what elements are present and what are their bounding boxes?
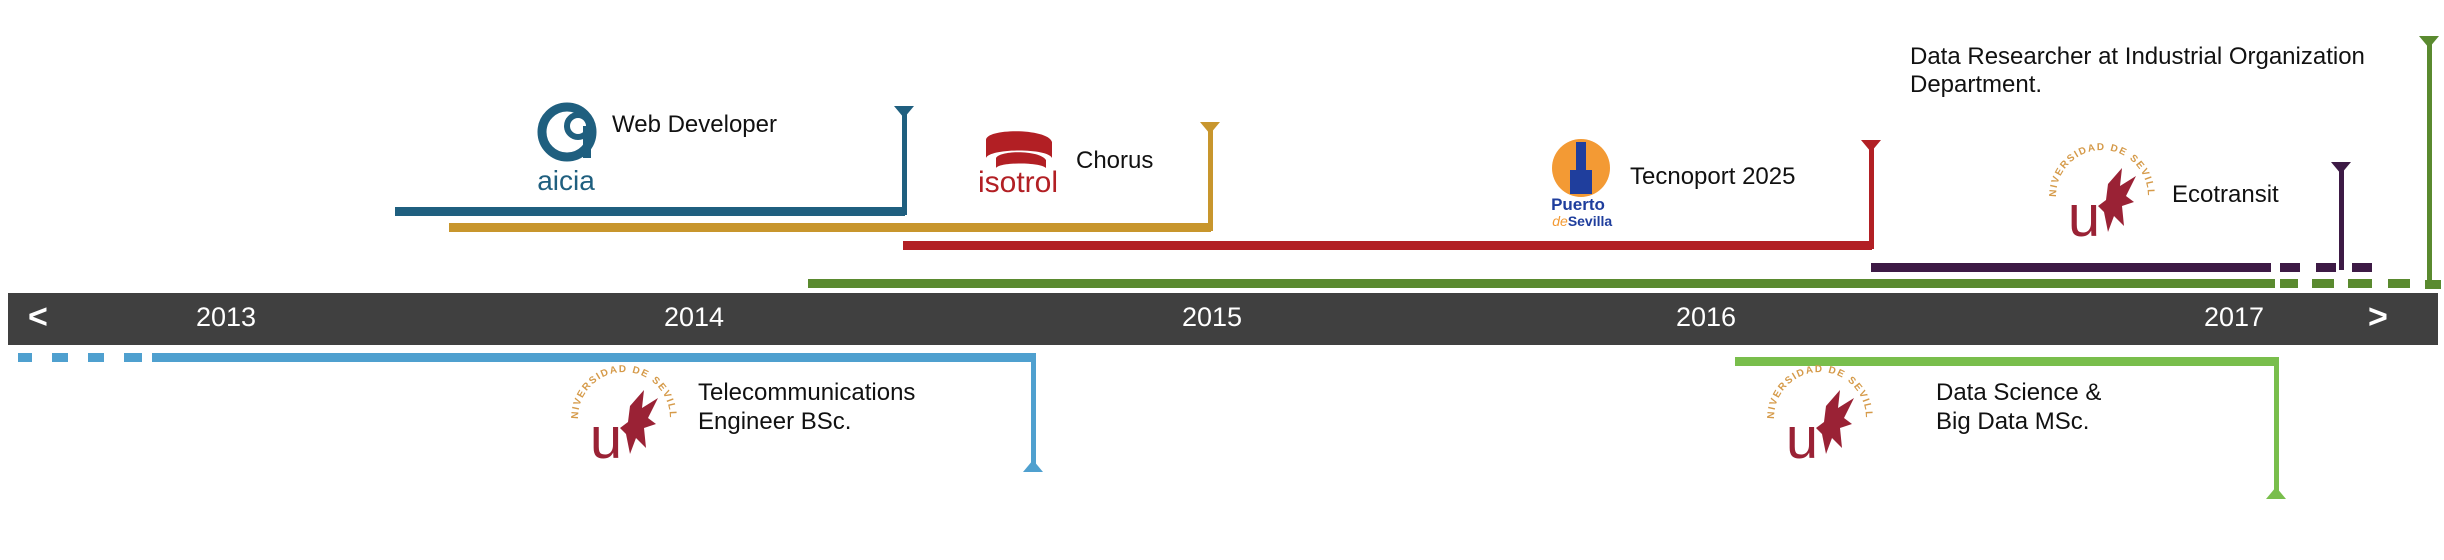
event-label-data-science-line1: Data Science &	[1936, 379, 2101, 406]
event-bar	[1735, 357, 2279, 366]
puerto-logo-text-de: de	[1552, 213, 1568, 229]
puerto-de-sevilla-logo: Puerto de Sevilla	[1551, 139, 1612, 229]
timeline-axis-bar	[8, 293, 2438, 345]
aicia-logo-text: aicia	[537, 165, 595, 196]
event-flag-icon	[2331, 162, 2351, 174]
event-label-data-science-line2: Big Data MSc.	[1936, 408, 2089, 435]
year-label: 2013	[196, 302, 256, 332]
puerto-logo-text-puerto: Puerto	[1551, 195, 1605, 214]
university-arc-text: UNIVERSIDAD DE SEVILLA	[570, 364, 678, 421]
event-flag-pole	[902, 106, 907, 215]
angel-icon	[1816, 390, 1854, 454]
event-bar-dash	[2280, 279, 2298, 288]
event-bar-dash	[2312, 279, 2334, 288]
university-arc-text: UNIVERSIDAD DE SEVILLA	[2048, 142, 2156, 199]
event-bar	[395, 207, 905, 216]
event-bar-end	[2425, 280, 2441, 289]
event-bar	[152, 353, 1036, 362]
next-button[interactable]: >	[2368, 298, 2388, 336]
event-bar-dash	[2388, 279, 2410, 288]
isotrol-logo-text: isotrol	[978, 166, 1058, 199]
angel-icon	[2098, 168, 2136, 232]
puerto-logo-text-sevilla: Sevilla	[1568, 213, 1613, 229]
isotrol-mark-icon	[986, 131, 1052, 158]
event-flag-pole	[1031, 353, 1036, 466]
event-bar	[1871, 263, 2271, 272]
aicia-ring-icon	[537, 102, 597, 162]
event-flag-icon	[1023, 460, 1043, 472]
puerto-tower-base-icon	[1570, 170, 1592, 194]
universidad-de-sevilla-logo: UNIVERSIDAD DE SEVILLA u	[1766, 364, 1874, 471]
universidad-de-sevilla-logo: UNIVERSIDAD DE SEVILLA u	[570, 364, 678, 471]
event-bar-dash	[2352, 263, 2372, 272]
event-label-tecnoport: Tecnoport 2025	[1630, 163, 1795, 190]
event-flag-icon	[2419, 36, 2439, 48]
event-label-web-developer: Web Developer	[612, 111, 777, 138]
top-event-bars	[395, 36, 2441, 289]
event-label-chorus: Chorus	[1076, 147, 1153, 174]
event-label-telecom-line1: Telecommunications	[698, 379, 915, 406]
event-flag-icon	[894, 106, 914, 118]
event-label-data-researcher-line1: Data Researcher at Industrial Organizati…	[1910, 43, 2365, 70]
bottom-event-bars	[18, 353, 2286, 499]
year-label: 2015	[1182, 302, 1242, 332]
event-flag-pole	[1869, 140, 1874, 249]
year-label: 2016	[1676, 302, 1736, 332]
event-bar-dash	[2280, 263, 2300, 272]
university-u-letter: u	[1786, 406, 1818, 471]
event-label-data-researcher-line2: Department.	[1910, 71, 2042, 98]
puerto-tower-icon	[1576, 142, 1586, 194]
year-label: 2017	[2204, 302, 2264, 332]
event-bar	[449, 223, 1211, 232]
event-bar-dash	[52, 353, 68, 362]
event-flag-pole	[2274, 357, 2279, 493]
event-bar-dash	[2316, 263, 2336, 272]
university-u-letter: u	[590, 406, 622, 471]
event-bar	[903, 241, 1872, 250]
year-label: 2014	[664, 302, 724, 332]
event-flag-pole	[2427, 36, 2432, 288]
aicia-stem-icon	[583, 126, 591, 158]
event-bar-dash	[124, 353, 142, 362]
event-flag-pole	[2339, 162, 2344, 270]
isotrol-mark2-icon	[996, 152, 1046, 168]
event-flag-icon	[1200, 122, 1220, 134]
university-arc-text: UNIVERSIDAD DE SEVILLA	[1766, 364, 1874, 421]
event-bar-dash	[18, 353, 32, 362]
event-flag-pole	[1208, 122, 1213, 231]
universidad-de-sevilla-logo: UNIVERSIDAD DE SEVILLA u	[2048, 142, 2156, 249]
event-label-telecom-line2: Engineer BSc.	[698, 408, 851, 435]
event-label-ecotransit: Ecotransit	[2172, 181, 2279, 208]
aicia-logo: aicia	[537, 102, 597, 196]
event-bar	[808, 279, 2275, 288]
angel-icon	[620, 390, 658, 454]
year-labels: 2013 2014 2015 2016 2017	[196, 302, 2264, 332]
event-flag-icon	[1861, 140, 1881, 152]
event-bar-dash	[2348, 279, 2372, 288]
isotrol-logo: isotrol	[978, 131, 1058, 199]
university-u-letter: u	[2068, 184, 2100, 249]
previous-button[interactable]: <	[28, 298, 48, 336]
event-flag-icon	[2266, 487, 2286, 499]
event-bar-dash	[88, 353, 104, 362]
